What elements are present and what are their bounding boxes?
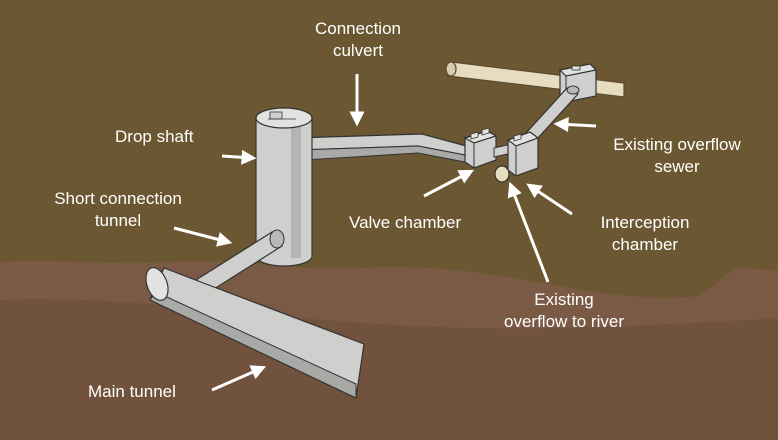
valve-chamber: [463, 127, 498, 169]
label-line: Existing: [534, 290, 594, 309]
label-interception-chamber: Interception chamber: [570, 212, 720, 256]
drop-shaft: [255, 107, 313, 267]
arrow-interception-chamber: [526, 183, 573, 216]
label-line: tunnel: [94, 211, 142, 230]
label-line: overflow to river: [504, 312, 624, 331]
label-existing-overflow-sewer: Existing overflow sewer: [588, 134, 766, 178]
label-line: culvert: [332, 41, 384, 60]
label-line: chamber: [611, 235, 679, 254]
label-connection-culvert: Connection culvert: [296, 18, 420, 62]
label-line: Connection: [314, 19, 401, 38]
label-short-connection-tunnel: Short connection tunnel: [28, 188, 208, 232]
label-line: sewer: [654, 157, 700, 176]
arrow-short-connection-tunnel: [173, 226, 233, 247]
deep-ground-layer: [0, 299, 778, 440]
label-line: Short connection: [54, 189, 182, 208]
arrow-existing-overflow-to-river: [507, 181, 550, 283]
label-drop-shaft: Drop shaft: [115, 127, 194, 146]
arrow-main-tunnel: [211, 365, 267, 392]
label-existing-overflow-to-river: Existing overflow to river: [476, 289, 652, 333]
label-valve-chamber: Valve chamber: [349, 213, 462, 232]
label-line: Existing overflow: [613, 135, 741, 154]
interception-chamber: [494, 131, 540, 183]
arrow-existing-overflow-sewer: [553, 117, 597, 133]
arrow-drop-shaft: [221, 149, 257, 165]
main-tunnel: [145, 267, 365, 399]
label-line: Interception: [600, 213, 690, 232]
arrow-valve-chamber: [423, 169, 474, 198]
label-main-tunnel: Main tunnel: [88, 382, 176, 401]
